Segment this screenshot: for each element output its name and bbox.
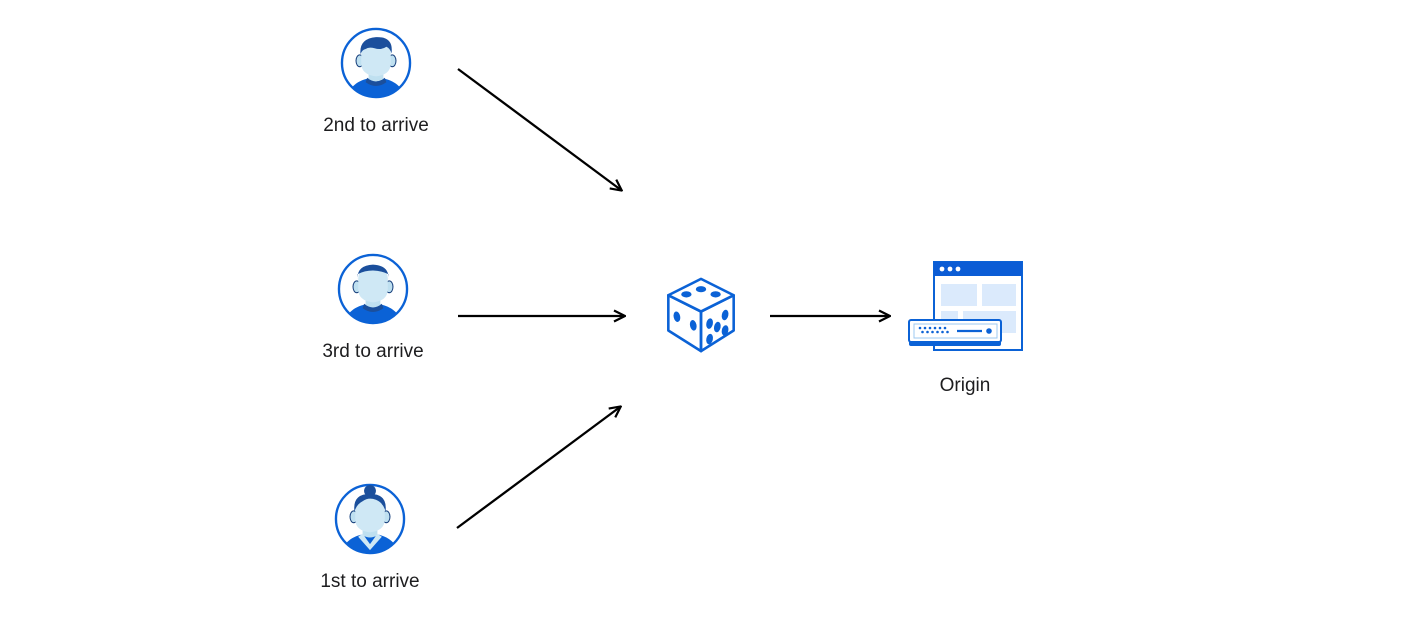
node-label-visitor-2nd: 2nd to arrive	[323, 115, 429, 136]
edge-2nd-to-dice	[457, 68, 621, 190]
node-router	[658, 272, 744, 358]
user-avatar-icon	[339, 26, 413, 100]
server-device-icon	[908, 319, 1002, 346]
dice-icon	[658, 272, 744, 358]
origin-server-icon	[906, 258, 1024, 358]
user-avatar-icon	[336, 252, 410, 326]
node-label-visitor-3rd: 3rd to arrive	[322, 341, 424, 362]
node-origin: Origin	[906, 258, 1024, 398]
node-label-origin: Origin	[939, 375, 991, 396]
user-avatar-icon	[333, 482, 407, 556]
node-visitor-2nd: 2nd to arrive	[313, 26, 439, 138]
node-label-visitor-1st: 1st to arrive	[320, 571, 420, 592]
node-visitor-3rd: 3rd to arrive	[310, 252, 436, 364]
node-visitor-1st: 1st to arrive	[307, 482, 433, 594]
edge-1st-to-dice	[456, 407, 620, 529]
